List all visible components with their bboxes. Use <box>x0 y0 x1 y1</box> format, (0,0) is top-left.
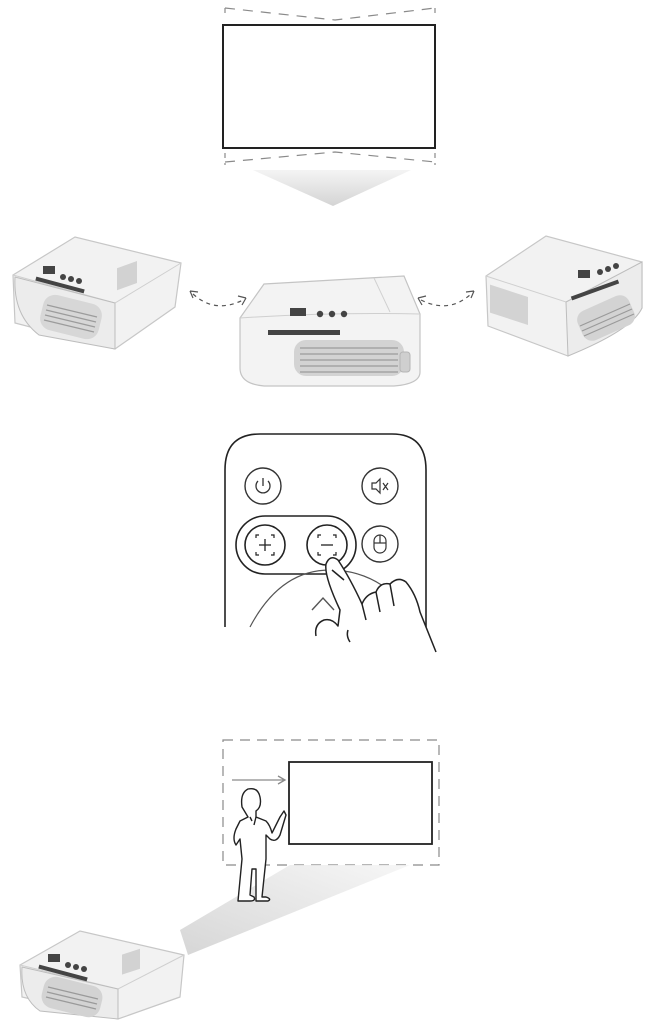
focus-minus-icon <box>307 525 347 565</box>
remote-illustration <box>220 430 450 655</box>
projector-bottom <box>20 931 184 1020</box>
shift-arrow-icon <box>232 776 285 784</box>
power-icon <box>245 468 281 504</box>
projector-right <box>482 230 647 360</box>
curved-dashed-arrow-icon <box>421 294 471 306</box>
mouse-icon <box>362 526 398 562</box>
projection-screen <box>223 25 435 148</box>
projector-center <box>234 272 426 392</box>
projection-screen <box>289 762 432 844</box>
light-beam <box>180 865 410 955</box>
mute-icon <box>362 468 398 504</box>
light-beam <box>253 170 411 206</box>
obstacle-avoidance-illustration <box>10 735 450 1020</box>
projector-left <box>5 225 185 360</box>
rotate-arrow-right <box>415 288 480 318</box>
keystone-illustration <box>215 0 445 210</box>
focus-plus-icon <box>245 525 285 565</box>
keystone-screen-svg <box>215 0 445 210</box>
